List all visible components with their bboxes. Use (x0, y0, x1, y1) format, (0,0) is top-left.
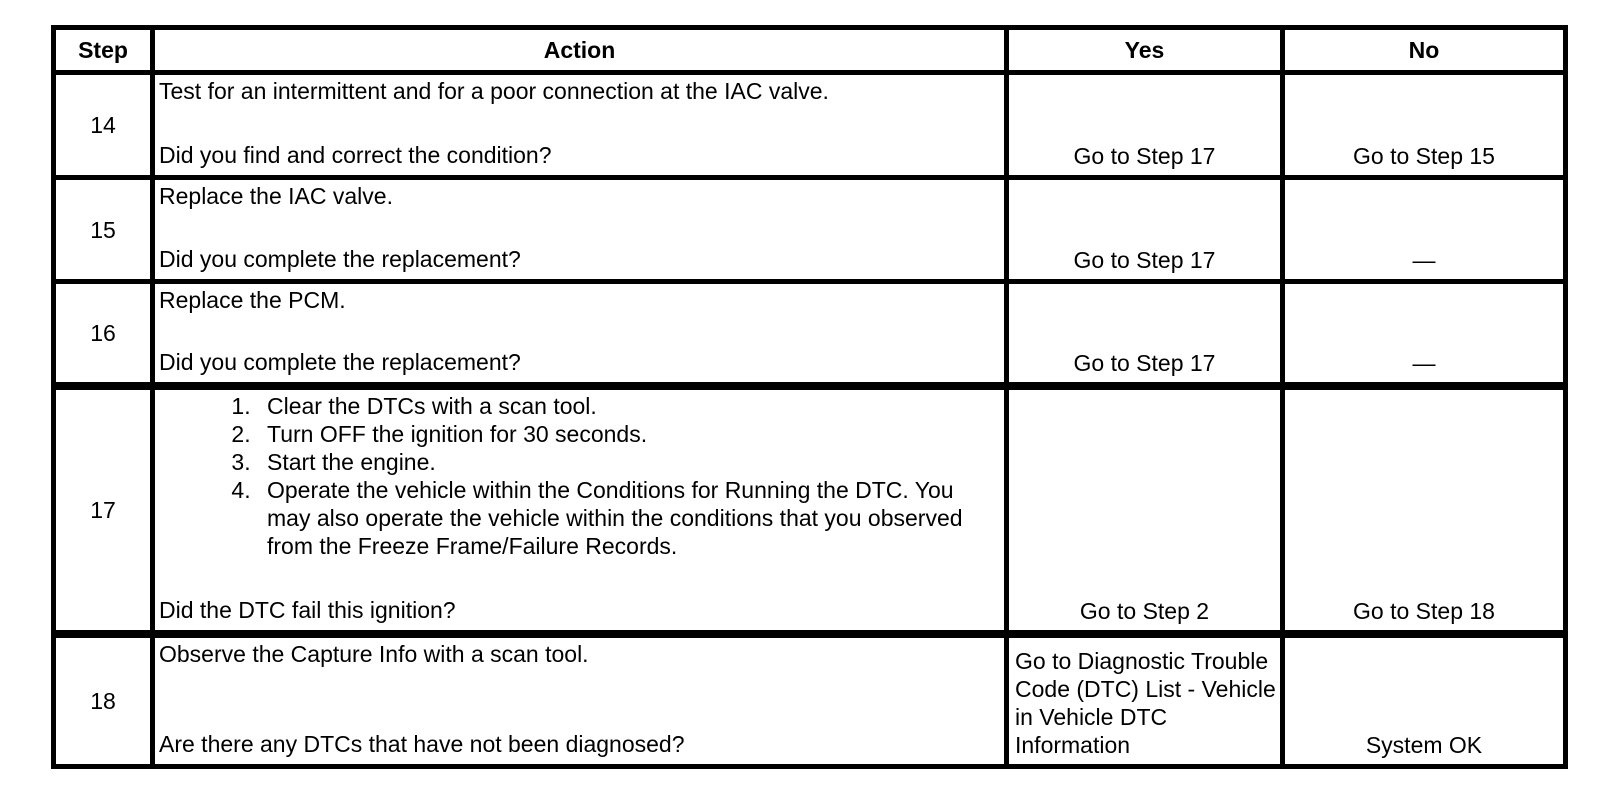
list-item: Start the engine. (257, 448, 967, 476)
table-body: 14 Test for an intermittent and for a po… (51, 70, 1568, 769)
no-cell: Go to Step 18 (1280, 383, 1568, 638)
header-row: Step Action Yes No (51, 25, 1568, 75)
action-description: Replace the PCM. (159, 287, 346, 313)
action-question: Are there any DTCs that have not been di… (159, 731, 685, 757)
table-row-step-17: 17 Clear the DTCs with a scan tool. Turn… (51, 383, 1568, 638)
step-number: 17 (51, 383, 155, 638)
step-number: 16 (51, 279, 155, 390)
table-row-step-18: 18 Observe the Capture Info with a scan … (51, 631, 1568, 769)
no-cell: — (1280, 175, 1568, 284)
table-header: Step Action Yes No (51, 25, 1568, 75)
step-number: 15 (51, 175, 155, 284)
no-cell: Go to Step 15 (1280, 70, 1568, 180)
diagnostic-step-table: Step Action Yes No 14 Test for an interm… (51, 25, 1568, 769)
table-row-step-14: 14 Test for an intermittent and for a po… (51, 70, 1568, 180)
action-question: Did you complete the replacement? (159, 246, 521, 272)
action-cell: Replace the IAC valve. Did you complete … (150, 175, 1009, 284)
step-number: 18 (51, 631, 155, 769)
yes-cell: Go to Step 17 (1004, 279, 1285, 390)
action-cell: Clear the DTCs with a scan tool. Turn OF… (150, 383, 1009, 638)
action-description: Observe the Capture Info with a scan too… (159, 641, 589, 667)
no-cell: — (1280, 279, 1568, 390)
action-question: Did the DTC fail this ignition? (159, 597, 456, 623)
table-row-step-16: 16 Replace the PCM. Did you complete the… (51, 279, 1568, 390)
no-cell: System OK (1280, 631, 1568, 769)
step-number: 14 (51, 70, 155, 180)
action-question: Did you complete the replacement? (159, 349, 521, 375)
yes-cell: Go to Step 17 (1004, 175, 1285, 284)
yes-cell: Go to Step 17 (1004, 70, 1285, 180)
header-yes: Yes (1004, 25, 1285, 75)
action-question: Did you find and correct the condition? (159, 142, 552, 168)
action-cell: Test for an intermittent and for a poor … (150, 70, 1009, 180)
list-item: Turn OFF the ignition for 30 seconds. (257, 420, 967, 448)
table-row-step-15: 15 Replace the IAC valve. Did you comple… (51, 175, 1568, 284)
yes-cell: Go to Step 2 (1004, 383, 1285, 638)
header-action: Action (150, 25, 1009, 75)
action-cell: Replace the PCM. Did you complete the re… (150, 279, 1009, 390)
action-steps-list: Clear the DTCs with a scan tool. Turn OF… (159, 392, 996, 560)
header-step: Step (51, 25, 155, 75)
list-item: Clear the DTCs with a scan tool. (257, 392, 967, 420)
yes-cell: Go to Diagnostic Trouble Code (DTC) List… (1004, 631, 1285, 769)
action-description: Test for an intermittent and for a poor … (159, 78, 829, 104)
list-item: Operate the vehicle within the Condition… (257, 476, 967, 560)
action-cell: Observe the Capture Info with a scan too… (150, 631, 1009, 769)
action-description: Replace the IAC valve. (159, 183, 393, 209)
header-no: No (1280, 25, 1568, 75)
